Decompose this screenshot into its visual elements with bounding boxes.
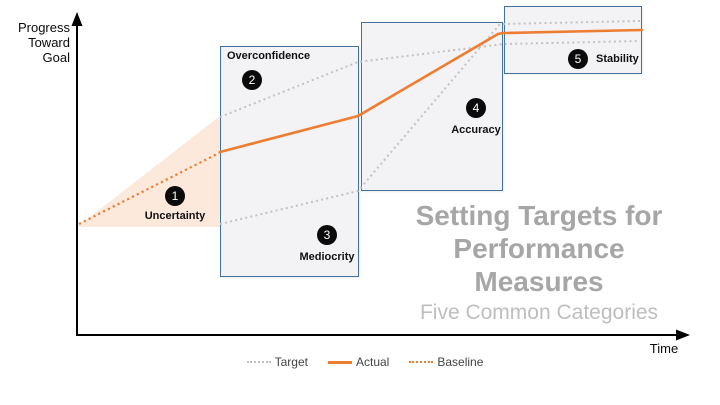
title-line: Performance [453,233,625,264]
legend-item-baseline: Baseline [409,355,483,369]
label-mediocrity: Mediocrity [299,251,355,263]
target-line-swatch-icon [246,361,271,363]
label-overconfidence: Overconfidence [227,50,311,62]
marker-3-mediocrity: 3 [317,225,337,245]
y-axis-label-line: Toward [28,35,70,50]
label-stability: Stability [596,53,639,65]
legend-label: Baseline [437,355,484,369]
title-line: Measures [474,266,604,297]
marker-4-accuracy: 4 [466,98,486,118]
target-line-lower [219,20,641,225]
legend-label: Target [274,355,308,369]
x-axis-label: Time [649,341,679,356]
target-line-upper [219,40,641,118]
legend-item-target: Target [246,355,308,369]
y-axis-arrowhead-icon [71,12,83,26]
actual-line-swatch-icon [327,360,352,364]
marker-2-overconfidence: 2 [242,70,262,90]
diagram-subtitle: Five Common Categories [419,301,659,324]
x-axis-arrowhead-icon [676,329,690,341]
y-axis-label-line: Goal [42,50,70,65]
title-line: Setting Targets for [415,200,663,231]
stability-box [504,6,642,74]
label-uncertainty: Uncertainty [144,210,206,222]
y-axis-label-line: Progress [17,20,70,35]
legend: Target Actual Baseline [200,355,530,369]
diagram-title: Setting Targets for Performance Measures… [378,199,700,326]
label-accuracy: Accuracy [451,124,501,136]
legend-item-actual: Actual [327,355,390,369]
baseline-line [78,152,220,225]
legend-label: Actual [355,355,390,369]
actual-line [218,28,644,154]
marker-1-uncertainty: 1 [165,186,185,206]
marker-5-stability: 5 [568,49,588,69]
y-axis-label: Progress Toward Goal [8,20,70,65]
baseline-line-swatch-icon [409,361,434,363]
